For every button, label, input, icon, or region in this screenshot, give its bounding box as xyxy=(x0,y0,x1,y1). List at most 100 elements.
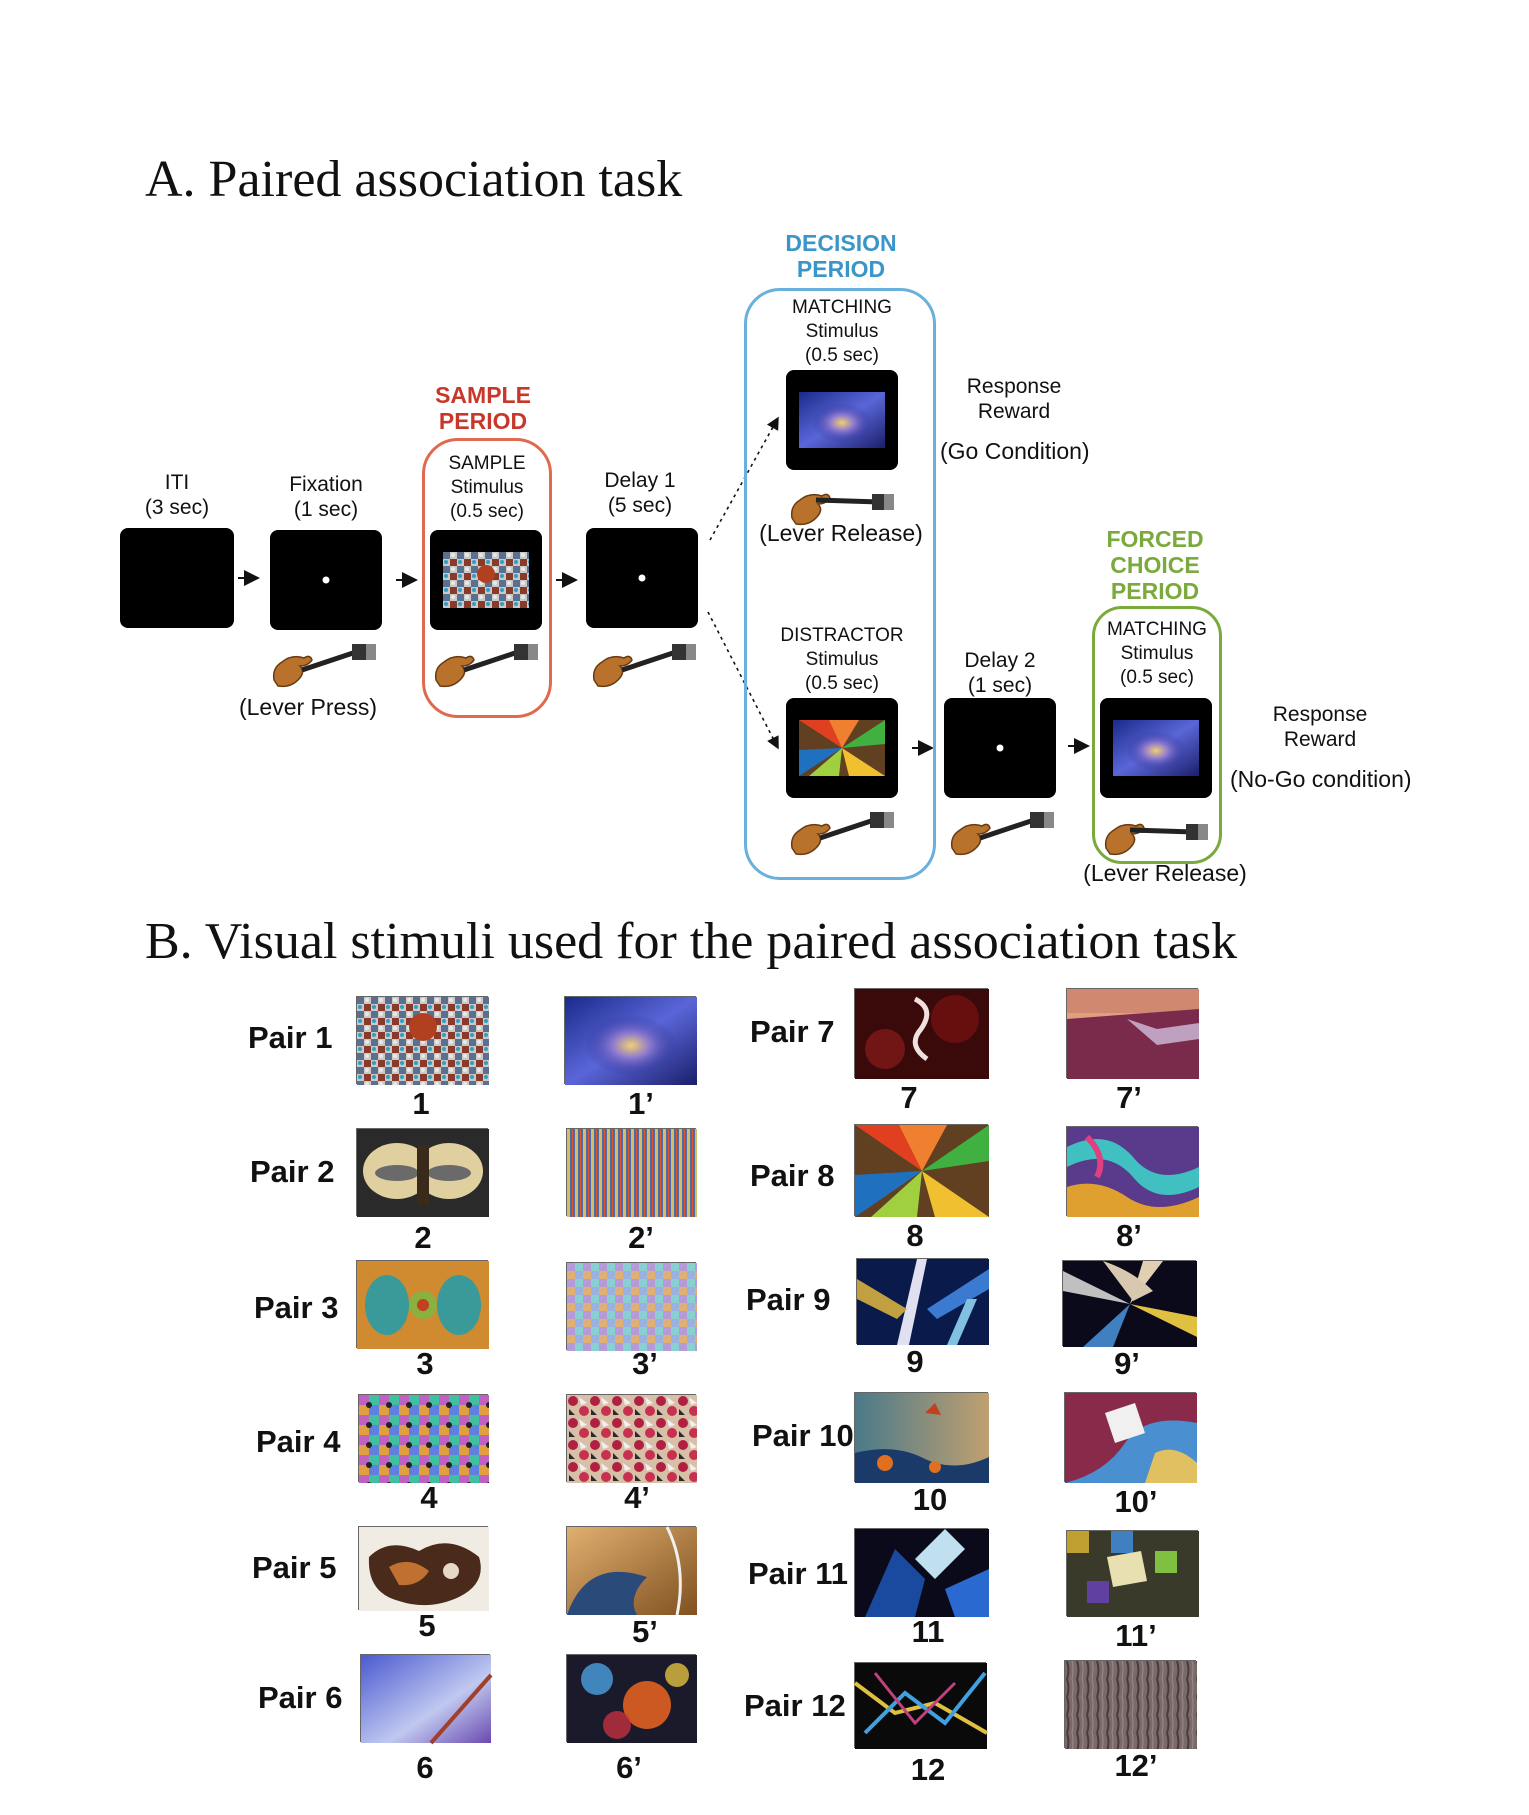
stimulus-6p-label: 6’ xyxy=(616,1750,642,1785)
stimulus-10-image xyxy=(854,1392,989,1483)
forced-lever-release-label: (Lever Release) xyxy=(1083,860,1247,886)
decision-period-line1: DECISION xyxy=(785,230,897,256)
stimulus-3p-label: 3’ xyxy=(632,1346,658,1381)
forced-period-frame xyxy=(1092,606,1222,864)
stimulus-11-image xyxy=(854,1528,989,1617)
stimulus-1-image xyxy=(356,996,489,1085)
hand-lever-icon xyxy=(790,493,894,526)
sample-stimulus-line2: Stimulus xyxy=(450,477,524,498)
fixation-screen xyxy=(270,530,382,630)
forced-period-line1: FORCED xyxy=(1106,526,1204,552)
pair-label: Pair 3 xyxy=(254,1290,339,1325)
stimulus-7p-image xyxy=(1066,988,1199,1079)
delay1-screen xyxy=(586,528,698,628)
stimulus-6-image xyxy=(360,1654,493,1745)
forced-period-line3: PERIOD xyxy=(1110,578,1200,604)
pair-label: Pair 1 xyxy=(248,1020,333,1055)
stimulus-4-label: 4 xyxy=(420,1480,438,1515)
pair-label: Pair 5 xyxy=(252,1550,337,1585)
stimulus-8p-image xyxy=(1066,1126,1199,1217)
matching-screen xyxy=(786,370,898,470)
arrow-delay1-distractor xyxy=(707,611,779,750)
decision-period-line2: PERIOD xyxy=(796,256,886,282)
hand-lever-icon xyxy=(950,812,1054,856)
stimulus-10p-image xyxy=(1064,1392,1197,1483)
nogo-condition-label: (No-Go condition) xyxy=(1230,766,1412,792)
decision-period-frame xyxy=(744,288,936,880)
nogo-response-label: Response Reward xyxy=(1258,702,1382,752)
delay2-label: Delay 2 (1 sec) xyxy=(940,648,1060,698)
iti-label: ITI (3 sec) xyxy=(118,470,236,520)
fixation-label-line1: Fixation xyxy=(289,473,363,496)
arrow-delay1-matching xyxy=(709,416,779,541)
fixation-dot xyxy=(996,744,1004,752)
decision-period-title: DECISION PERIOD xyxy=(776,230,906,282)
stimulus-11p-image xyxy=(1066,1530,1199,1617)
hand-lever-icon xyxy=(592,644,696,688)
sample-period-line2: PERIOD xyxy=(438,408,528,434)
forced-period-line2: CHOICE xyxy=(1110,552,1200,578)
forced-stimulus-line3: (0.5 sec) xyxy=(1120,667,1194,688)
pair-label: Pair 10 xyxy=(752,1418,854,1453)
stimulus-4-image xyxy=(358,1394,489,1483)
pair-label: Pair 4 xyxy=(256,1424,341,1459)
iti-screen xyxy=(120,528,234,628)
stimulus-9-label: 9 xyxy=(906,1344,924,1379)
stimulus-10p-label: 10’ xyxy=(1114,1484,1158,1519)
matching-stimulus-line3: (0.5 sec) xyxy=(805,345,879,366)
distractor-stimulus-line2: Stimulus xyxy=(805,649,879,670)
distractor-stimulus-image xyxy=(799,720,885,776)
stimulus-2-label: 2 xyxy=(414,1220,432,1255)
pair-label: Pair 2 xyxy=(250,1154,335,1189)
stimulus-9-image xyxy=(856,1258,989,1345)
pair-label: Pair 6 xyxy=(258,1680,343,1715)
section-b-title: B. Visual stimuli used for the paired as… xyxy=(145,913,1238,970)
stimulus-12-image xyxy=(853,1662,988,1749)
stimulus-11-label: 11 xyxy=(911,1614,945,1649)
stimulus-8-image xyxy=(854,1124,989,1217)
section-a-title: A. Paired association task xyxy=(145,151,683,208)
fixation-dot xyxy=(638,574,646,582)
pair-label: Pair 11 xyxy=(748,1556,848,1591)
stimulus-5p-image xyxy=(566,1526,697,1616)
matching-stimulus-line1: MATCHING xyxy=(792,297,892,318)
stimulus-6-label: 6 xyxy=(416,1750,434,1785)
delay2-label-line2: (1 sec) xyxy=(967,674,1033,697)
matching-stimulus-label: MATCHING Stimulus (0.5 sec) xyxy=(772,296,912,368)
stimulus-9p-image xyxy=(1062,1260,1197,1347)
sample-stimulus-line3: (0.5 sec) xyxy=(450,501,524,522)
decision-lever-release-label: (Lever Release) xyxy=(759,520,923,546)
matching-stimulus-line2: Stimulus xyxy=(805,321,879,342)
delay1-label-line1: Delay 1 xyxy=(604,469,676,492)
iti-label-line2: (3 sec) xyxy=(144,496,210,519)
sample-period-line1: SAMPLE xyxy=(435,382,531,408)
sample-period-title: SAMPLE PERIOD xyxy=(420,382,546,434)
stimulus-8p-label: 8’ xyxy=(1116,1218,1142,1253)
sample-stimulus-image xyxy=(443,552,529,608)
hand-lever-icon xyxy=(434,644,538,688)
hand-lever-icon xyxy=(1104,823,1208,856)
sample-stimulus-line1: SAMPLE xyxy=(448,453,526,474)
stimulus-5-label: 5 xyxy=(418,1608,436,1643)
iti-label-line1: ITI xyxy=(164,471,190,494)
delay2-label-line1: Delay 2 xyxy=(964,649,1036,672)
nogo-response-text: Response xyxy=(1272,703,1368,726)
stimulus-10-label: 10 xyxy=(912,1482,948,1517)
delay1-label: Delay 1 (5 sec) xyxy=(586,468,694,518)
stimulus-9p-label: 9’ xyxy=(1114,1346,1140,1381)
delay2-screen xyxy=(944,698,1056,798)
nogo-reward-text: Reward xyxy=(1283,728,1357,751)
stimulus-3-image xyxy=(356,1260,489,1349)
stimulus-12p-image xyxy=(1064,1660,1197,1749)
stimulus-6p-image xyxy=(566,1654,697,1743)
stimulus-4p-label: 4’ xyxy=(624,1480,650,1515)
stimulus-3p-image xyxy=(566,1262,697,1351)
forced-stimulus-line1: MATCHING xyxy=(1107,619,1207,640)
stimulus-11p-label: 11’ xyxy=(1115,1618,1157,1653)
distractor-stimulus-line1: DISTRACTOR xyxy=(780,625,904,646)
stimulus-2p-image xyxy=(566,1128,697,1217)
stimulus-7p-label: 7’ xyxy=(1116,1080,1142,1115)
distractor-stimulus-line3: (0.5 sec) xyxy=(805,673,879,694)
stimulus-7-label: 7 xyxy=(900,1080,918,1115)
fixation-dot xyxy=(322,576,330,584)
